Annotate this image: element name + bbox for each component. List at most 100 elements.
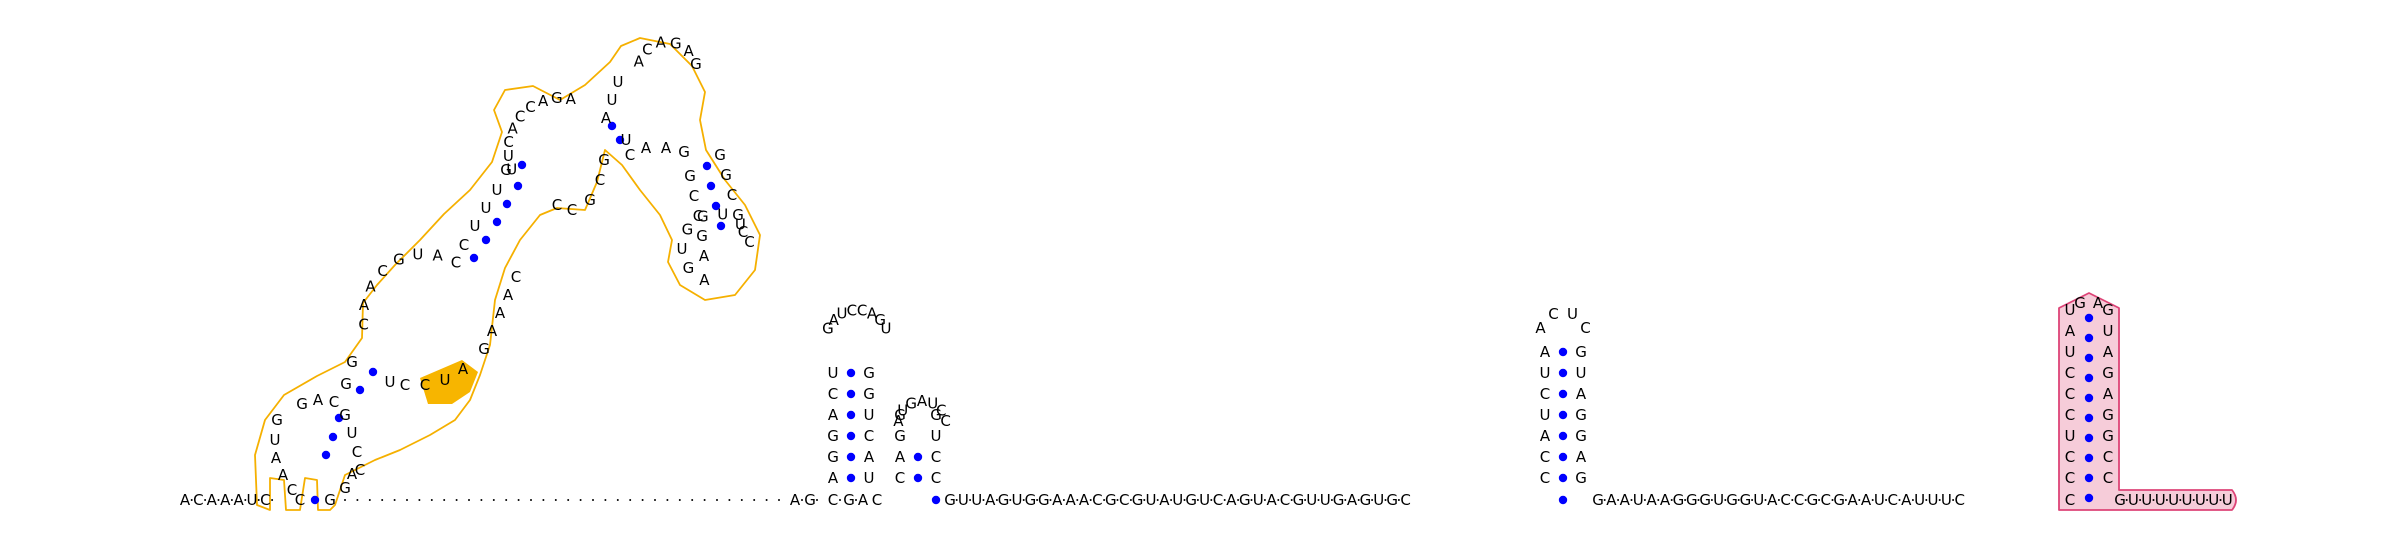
base-pair-dot [513, 181, 523, 191]
spacer-nucleotide: A [1226, 491, 1237, 509]
base-pair-dot [355, 385, 365, 395]
backbone-link [592, 499, 594, 501]
stem-nucleotide: C [828, 385, 838, 403]
nucleotide: G [500, 161, 512, 179]
base-pair-dot [1558, 368, 1568, 378]
stem-nucleotide: U [1540, 406, 1551, 424]
base-pair-dot [702, 161, 712, 171]
backbone-link [1603, 499, 1606, 501]
base-pair-dot [1558, 389, 1568, 399]
spacer-nucleotide: U [1373, 491, 1384, 509]
spacer-nucleotide: A [1052, 491, 1063, 509]
loop-nucleotide: C [744, 233, 754, 251]
spacer-nucleotide: A [1847, 491, 1858, 509]
spacer-nucleotide: U [1172, 491, 1183, 509]
base-pair-dot [2084, 333, 2094, 343]
backbone-link [740, 499, 743, 501]
spacer-nucleotide: A [1646, 491, 1657, 509]
spacer-nucleotide: G [1025, 491, 1037, 509]
spacer-nucleotide: A [1901, 491, 1912, 509]
spacer-nucleotide: U [1320, 491, 1331, 509]
nucleotide: C [352, 443, 362, 461]
nucleotide: G [340, 375, 352, 393]
backbone-link [2125, 499, 2128, 501]
pink-stem-nucleotide: C [2065, 469, 2075, 487]
backbone-link [190, 499, 193, 501]
backbone-link [855, 499, 857, 501]
spacer-nucleotide: C [1955, 491, 1965, 509]
nucleotide: C [2065, 491, 2075, 509]
backbone-link [765, 499, 768, 501]
loop-nucleotide: C [642, 40, 652, 58]
backbone-link [2165, 499, 2168, 501]
pink-stem-nucleotide: C [2065, 406, 2075, 424]
nucleotide: G [804, 491, 816, 509]
nucleotide: G [339, 406, 351, 424]
pink-stem-nucleotide: U [2065, 301, 2076, 319]
spacer-nucleotide: C [1092, 491, 1102, 509]
spacer-nucleotide: U [1874, 491, 1885, 509]
loop-nucleotide: A [359, 296, 370, 314]
spacer-nucleotide: G [1592, 491, 1604, 509]
nucleotide: A [458, 360, 469, 378]
nucleotide: U [607, 91, 618, 109]
spacer-nucleotide: C [1280, 491, 1290, 509]
spacer-nucleotide: U [1306, 491, 1317, 509]
backbone-link [1670, 499, 1673, 501]
backbone-link [691, 499, 694, 501]
backbone-link [217, 499, 220, 501]
loop-nucleotide: G [697, 208, 709, 226]
spacer-nucleotide: A [1767, 491, 1778, 509]
spacer-nucleotide: A [1861, 491, 1872, 509]
nucleotide: C [400, 376, 410, 394]
loop-nucleotide: C [847, 301, 857, 319]
loop-nucleotide: A [566, 90, 577, 108]
backbone-link [230, 499, 233, 501]
backbone-link [1103, 499, 1106, 501]
spacer-nucleotide: C [1213, 491, 1223, 509]
loop-nucleotide: A [829, 311, 840, 329]
loop-nucleotide: C [857, 301, 867, 319]
loop-nucleotide: C [940, 412, 950, 430]
pink-stem-nucleotide: C [2065, 364, 2075, 382]
backbone-link [641, 499, 644, 501]
pink-stem-nucleotide: C [2103, 469, 2113, 487]
nucleotide: U [613, 73, 624, 91]
backbone-link [703, 499, 706, 501]
spacer-nucleotide: A [1079, 491, 1090, 509]
backbone-link [1170, 499, 1173, 501]
leader-nucleotide: C [193, 491, 203, 509]
base-pair-dot [913, 452, 923, 462]
backbone-link [2179, 499, 2182, 501]
backbone-link [1643, 499, 1646, 501]
base-pair-dot [913, 473, 923, 483]
backbone-link [1831, 499, 1834, 501]
backbone-link [1277, 499, 1280, 501]
spacer-nucleotide: U [958, 491, 969, 509]
tail-nucleotide: U [2208, 491, 2219, 509]
loop-nucleotide: C [525, 98, 535, 116]
pink-stem-nucleotide: U [2065, 343, 2076, 361]
nucleotide: G [584, 191, 596, 209]
loop-nucleotide: C [1580, 319, 1590, 337]
backbone-link [1263, 499, 1266, 501]
nucleotide: C [420, 376, 430, 394]
base-pair-dot [481, 235, 491, 245]
backbone-link [1237, 499, 1240, 501]
backbone-link [554, 499, 557, 501]
tail-nucleotide: U [2182, 491, 2193, 509]
backbone-link [629, 499, 632, 501]
stem-nucleotide: G [894, 427, 906, 445]
stem-nucleotide: A [1540, 343, 1551, 361]
spacer-nucleotide: C [1780, 491, 1790, 509]
stem-nucleotide: C [1540, 448, 1550, 466]
backbone-link [969, 499, 972, 501]
spacer-nucleotide: A [1620, 491, 1631, 509]
nucleotide: G [598, 151, 610, 169]
pink-loop-nucleotide: G [2074, 294, 2086, 312]
loop-nucleotide: C [1548, 305, 1558, 323]
spacer-nucleotide: A [1660, 491, 1671, 509]
backbone-link [1062, 499, 1065, 501]
spacer-nucleotide: U [1199, 491, 1210, 509]
